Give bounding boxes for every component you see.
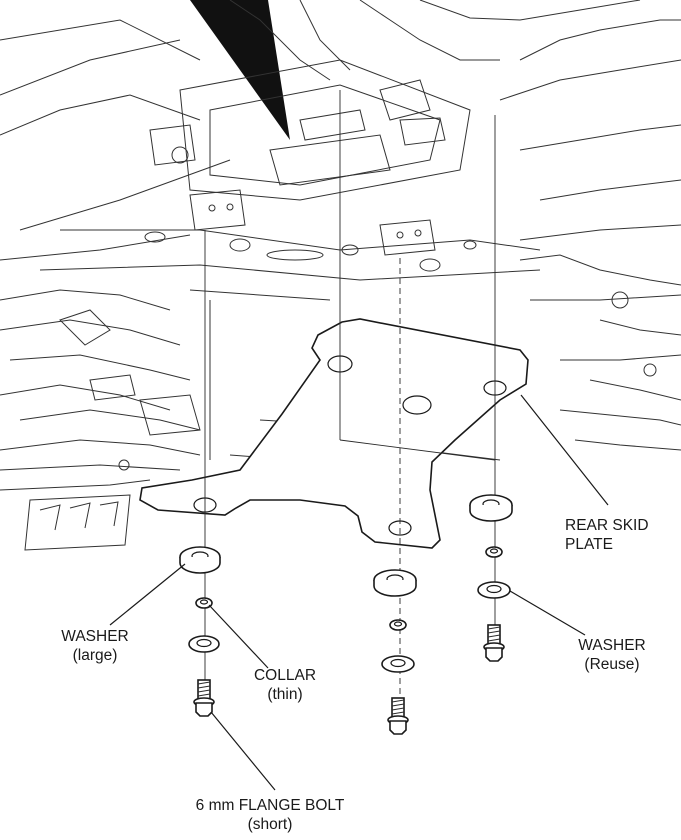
skid-plate-hole-2 (402, 395, 432, 415)
label-rear-skid-plate: REAR SKID PLATE (565, 516, 649, 554)
label-line-1: 6 mm FLANGE BOLT (195, 797, 345, 814)
washer-reuse-center (381, 655, 415, 673)
label-flange-bolt: 6 mm FLANGE BOLT (short) (180, 796, 360, 834)
leader-collar-thin (208, 604, 269, 669)
collar-thin-center (389, 619, 407, 631)
flange-bolt-center (387, 697, 409, 735)
flange-bolt-right (483, 624, 505, 662)
label-line-1: REAR SKID (565, 517, 649, 534)
washer-reuse-left (188, 635, 220, 653)
flange-bolt-left (193, 679, 215, 717)
leader-washer-large (109, 563, 186, 626)
label-line-1: WASHER (61, 628, 129, 645)
washer-large-center (373, 569, 417, 597)
washer-large-left (179, 546, 221, 574)
label-line-2: (thin) (267, 686, 303, 703)
vehicle-underbody (0, 0, 681, 551)
label-line-1: WASHER (578, 637, 646, 654)
fastener-stack-center (373, 569, 417, 735)
leader-rear-skid-plate (520, 394, 609, 506)
label-line-2: (large) (72, 647, 118, 664)
label-line-2: PLATE (565, 536, 613, 553)
leader-washer-reuse (509, 590, 586, 636)
label-line-2: (Reuse) (584, 656, 640, 673)
fastener-stack-right (469, 494, 513, 662)
rear-skid-plate (139, 318, 529, 549)
label-washer-reuse: WASHER (Reuse) (562, 636, 662, 674)
leader-lines (109, 394, 609, 791)
collar-thin-left (195, 597, 213, 609)
washer-reuse-right (477, 581, 511, 599)
label-washer-large: WASHER (large) (50, 627, 140, 665)
collar-thin-right (485, 546, 503, 558)
washer-large-right (469, 494, 513, 522)
leader-flange-bolt (210, 711, 276, 791)
label-line-1: COLLAR (253, 667, 317, 684)
front-direction-arrow (190, 0, 290, 140)
fastener-stack-left (179, 546, 221, 717)
label-line-2: (short) (247, 816, 293, 833)
label-collar-thin: COLLAR (thin) (240, 666, 330, 704)
